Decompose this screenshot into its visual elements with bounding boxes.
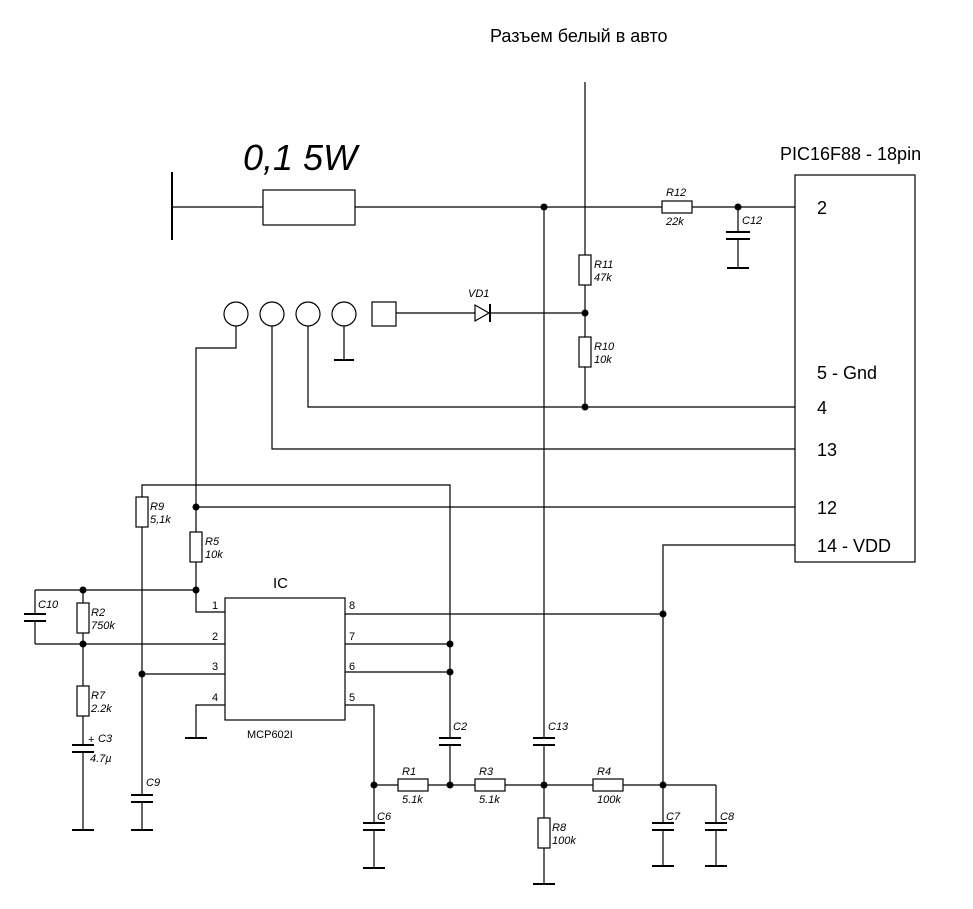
ic-mcp602i: IC MCP602I 1 2 3 4 5 6 7 8	[142, 575, 663, 785]
r10-label: R10	[594, 341, 615, 353]
resistor-r3	[474, 778, 506, 792]
ic-pin-1: 1	[212, 600, 218, 612]
c13-label: C13	[548, 721, 569, 733]
c8-label: C8	[720, 811, 735, 823]
ic-pin-3: 3	[212, 661, 218, 673]
c10-label: C10	[38, 599, 59, 611]
resistor-r1	[397, 778, 429, 792]
r4-value: 100k	[597, 794, 621, 806]
input-network: C10 R2 750k R7 2.2k + C3 4.7µ C9	[24, 589, 225, 831]
resistor-r12	[661, 200, 693, 214]
r2-value: 750k	[91, 620, 115, 632]
c3-polarity: +	[88, 734, 94, 746]
r7-value: 2.2k	[90, 703, 112, 715]
shunt-rail: R12 22k C12	[171, 172, 795, 269]
c12-label: C12	[742, 215, 762, 227]
mcu-pin-12: 12	[817, 498, 837, 518]
mcu-pic16f88: PIC16F88 - 18pin 2 5 - Gnd 4 13 12 14 - …	[780, 144, 921, 563]
resistor-r8	[537, 817, 551, 849]
ic-part-name: MCP602I	[247, 729, 293, 741]
resistor-r11	[578, 254, 592, 286]
connector-title: Разъем белый в авто	[490, 26, 668, 46]
resistor-r2	[76, 602, 90, 634]
r3-label: R3	[479, 766, 494, 778]
square-terminal	[371, 301, 397, 327]
r7-label: R7	[91, 690, 106, 702]
c2-label: C2	[453, 721, 467, 733]
resistor-r9	[135, 496, 149, 528]
power-resistor-label: 0,1 5W	[243, 137, 360, 178]
r9-label: R9	[150, 501, 164, 513]
r9-value: 5,1k	[150, 514, 171, 526]
feedback-network: R9 5,1k R5 10k	[135, 484, 795, 795]
r4-label: R4	[597, 766, 611, 778]
connector-divider: R11 47k R10 10k VD1	[371, 82, 615, 407]
ic-label: IC	[273, 575, 288, 592]
junction-dots	[79, 203, 742, 789]
ic-pin-2: 2	[212, 631, 218, 643]
ic-pin-6: 6	[349, 661, 355, 673]
r8-label: R8	[552, 822, 567, 834]
mcu-title: PIC16F88 - 18pin	[780, 144, 921, 164]
r3-value: 5.1k	[479, 794, 500, 806]
r10-value: 10k	[594, 354, 612, 366]
c9-label: C9	[146, 777, 160, 789]
c3-value: 4.7µ	[90, 753, 112, 765]
r1-label: R1	[402, 766, 416, 778]
resistor-r4	[592, 778, 624, 792]
resistor-r7	[76, 685, 90, 717]
c6-label: C6	[377, 811, 392, 823]
power-resistor	[262, 189, 356, 226]
c7-label: C7	[666, 811, 681, 823]
mcu-pin-5-gnd: 5 - Gnd	[817, 363, 877, 383]
mcu-pin-2: 2	[817, 198, 827, 218]
r12-value: 22k	[665, 216, 684, 228]
resistor-r10	[578, 336, 592, 368]
ic-pin-5: 5	[349, 692, 355, 704]
r11-label: R11	[594, 259, 613, 271]
filter-chain: R1 5.1k R3 5.1k R4 100k C6 C2 C13 R8 100…	[363, 544, 795, 885]
mcu-pin-13: 13	[817, 440, 837, 460]
r11-value: 47k	[594, 272, 612, 284]
round-terminals	[195, 301, 795, 532]
ic-pin-8: 8	[349, 600, 355, 612]
mcu-pin-4: 4	[817, 398, 827, 418]
r5-label: R5	[205, 536, 220, 548]
r1-value: 5.1k	[402, 794, 423, 806]
ic-pin-4: 4	[212, 692, 218, 704]
vd1-label: VD1	[468, 288, 489, 300]
r12-label: R12	[666, 187, 686, 199]
c3-label: C3	[98, 733, 113, 745]
ic-pin-7: 7	[349, 631, 355, 643]
resistor-r5	[189, 531, 203, 563]
r5-value: 10k	[205, 549, 223, 561]
r8-value: 100k	[552, 835, 576, 847]
mcu-pin-14-vdd: 14 - VDD	[817, 536, 891, 556]
r2-label: R2	[91, 607, 105, 619]
